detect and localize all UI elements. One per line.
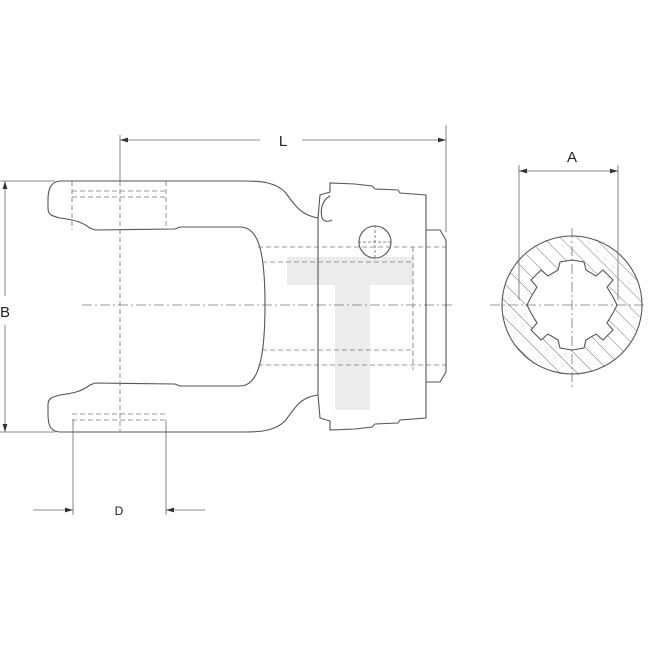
yoke-outline	[47, 180, 319, 433]
dimension-label-A: A	[567, 149, 577, 166]
collar-lip	[320, 195, 333, 222]
watermark-logo	[287, 257, 413, 410]
collar-outline	[317, 182, 427, 431]
shaft-stub	[426, 229, 447, 383]
hidden-lines	[71, 181, 446, 432]
spline-section	[501, 235, 643, 375]
dimension-label-D: D	[115, 504, 124, 518]
dimension-label-B: B	[0, 304, 10, 321]
dimension-label-L: L	[279, 133, 287, 150]
